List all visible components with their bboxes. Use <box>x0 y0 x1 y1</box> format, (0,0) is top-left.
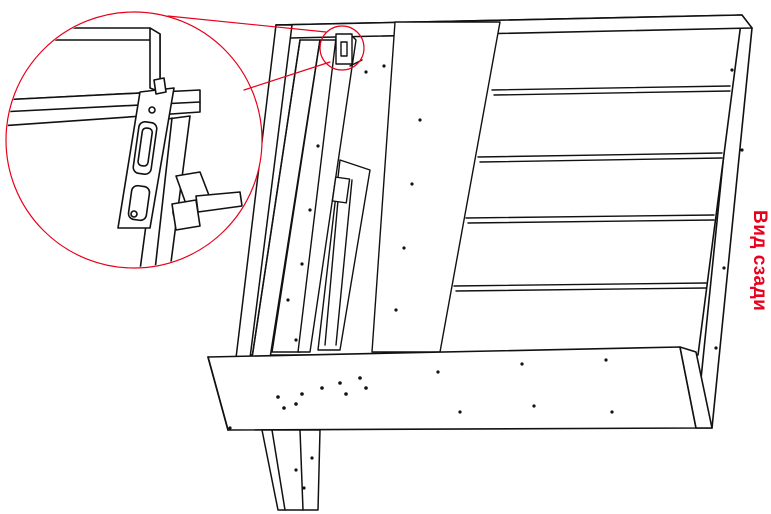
target-circle <box>319 25 365 71</box>
fastener-holes <box>228 64 744 490</box>
zoomed-mechanism-detail <box>7 27 243 267</box>
mount-bracket <box>335 33 363 67</box>
front-board <box>207 346 713 431</box>
lower-leg <box>261 429 321 511</box>
leader-line-top <box>167 15 327 33</box>
view-caption: Вид сзади <box>749 210 770 312</box>
leader-line-bottom <box>243 61 331 91</box>
slats <box>453 85 731 292</box>
lift-mechanism-rail <box>297 33 371 353</box>
